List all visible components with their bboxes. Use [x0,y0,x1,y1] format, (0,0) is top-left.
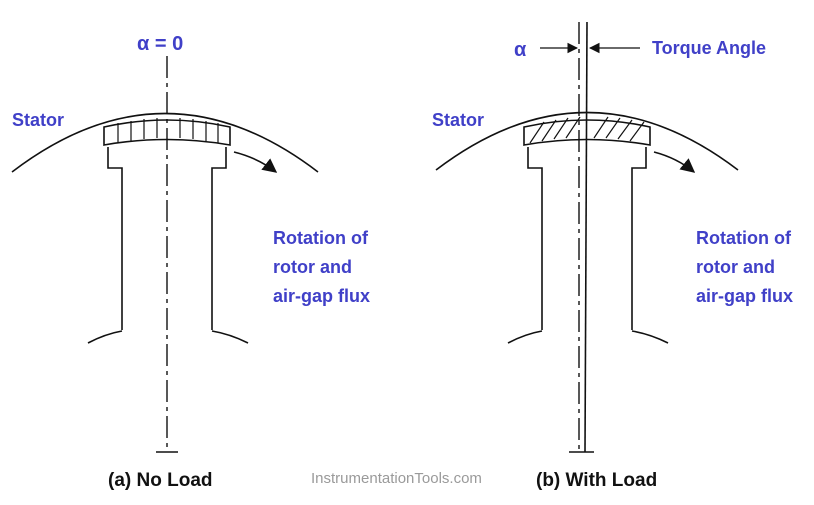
band-hatching-a [117,118,219,143]
rotation-label-b-line1: Rotation of [696,228,792,248]
band-hatching-b [529,116,645,144]
rotor-arc-a [87,330,249,344]
air-gap-band-a [103,119,231,146]
rotor-pole-b [527,147,647,330]
rotor-arc-b [507,330,669,344]
rotor-pole-a [107,147,227,330]
caption-with-load: (b) With Load [536,470,657,491]
rotation-label-a-line3: air-gap flux [273,286,370,306]
alpha-label: α [514,39,527,61]
rotation-label-b-line2: rotor and [696,257,775,277]
rotation-arrow-b [653,151,696,173]
torque-angle-label: Torque Angle [652,38,766,58]
rotation-label-a-line1: Rotation of [273,228,369,248]
stator-label-b: Stator [432,110,484,130]
rotation-arrow-a [233,151,278,173]
rotation-label-a-line2: rotor and [273,257,352,277]
alpha-zero-label: α = 0 [137,33,183,55]
rotor-axis-line-b [584,21,588,453]
rotation-label-b-line3: air-gap flux [696,286,793,306]
stator-label-a: Stator [12,110,64,130]
watermark-text: InstrumentationTools.com [311,470,482,487]
panel-with-load: α Torque Angle Stator Rotation of rotor … [432,21,793,491]
panel-no-load: α = 0 Stator Rotation of rotor and air-g… [11,33,370,491]
stator-arc-a [11,112,319,173]
caption-no-load: (a) No Load [108,470,213,491]
